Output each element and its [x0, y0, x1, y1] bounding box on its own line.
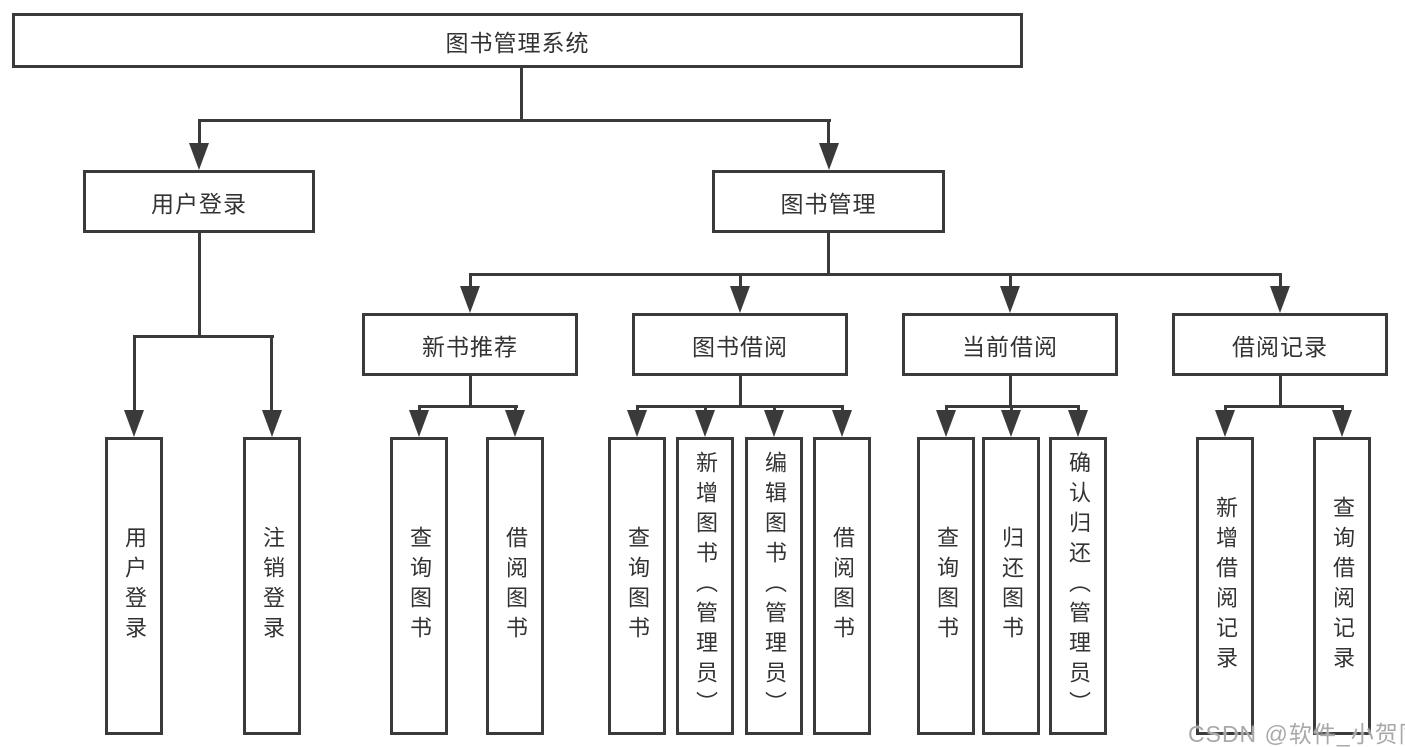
node-root-label: 图书管理系统	[445, 29, 590, 56]
connector-stem-leaf	[704, 405, 707, 413]
connector-bus-user-login-children	[133, 335, 274, 338]
connector-stem-leaf-user-login	[133, 335, 136, 413]
leaf-logout-label: 注销登录	[260, 526, 285, 646]
connector-stem-leaf	[841, 405, 844, 413]
leaf-borrow-books-recommend-label: 借阅图书	[503, 526, 528, 646]
node-new-book-recommend: 新书推荐	[362, 313, 578, 376]
leaf-query-books-current-label: 查询图书	[934, 526, 959, 646]
arrow-down-icon	[262, 410, 282, 437]
connector-stem-leaf	[1224, 405, 1227, 413]
csdn-watermark: CSDN @软件_小贺同学	[1188, 721, 1405, 747]
node-user-login-label: 用户登录	[151, 190, 247, 217]
leaf-borrow-books-label: 借阅图书	[830, 526, 855, 646]
arrow-down-icon	[936, 410, 956, 437]
leaf-user-login: 用户登录	[105, 437, 163, 735]
connector-stem-user-login	[198, 119, 201, 146]
connector-records-down	[1279, 374, 1282, 408]
leaf-query-borrow-record: 查询借阅记录	[1313, 437, 1371, 735]
node-new-book-recommend-label: 新书推荐	[422, 333, 518, 360]
node-borrow-records-label: 借阅记录	[1232, 333, 1328, 360]
leaf-return-books: 归还图书	[982, 437, 1040, 735]
connector-user-login-down	[198, 231, 201, 337]
node-book-management-label: 图书管理	[780, 190, 877, 217]
leaf-user-login-label: 用户登录	[122, 526, 147, 646]
node-current-borrow: 当前借阅	[902, 313, 1118, 376]
connector-bus-borrow-children	[636, 405, 844, 408]
arrow-down-icon	[764, 410, 784, 437]
leaf-add-borrow-record: 新增借阅记录	[1196, 437, 1254, 735]
leaf-edit-books-admin: 编辑图书（管理员）	[745, 437, 803, 735]
connector-book-mgmt-down	[827, 231, 830, 276]
leaf-add-books-admin: 新增图书（管理员）	[676, 437, 734, 735]
arrow-down-icon	[695, 410, 715, 437]
connector-stem-group-current	[1009, 273, 1012, 289]
node-root: 图书管理系统	[12, 13, 1023, 68]
leaf-borrow-books: 借阅图书	[813, 437, 871, 735]
connector-stem-leaf	[514, 405, 517, 413]
leaf-logout: 注销登录	[243, 437, 301, 735]
leaf-query-books-borrow-label: 查询图书	[625, 526, 650, 646]
arrow-down-icon	[627, 410, 647, 437]
leaf-borrow-books-recommend: 借阅图书	[486, 437, 544, 735]
arrow-down-icon	[124, 410, 144, 437]
arrow-down-icon	[1068, 410, 1088, 437]
arrow-down-icon	[1332, 410, 1352, 437]
node-borrow-records: 借阅记录	[1172, 313, 1388, 376]
connector-stem-leaf	[636, 405, 639, 413]
connector-stem-group-borrow	[739, 273, 742, 289]
connector-borrow-down	[739, 374, 742, 408]
connector-stem-leaf	[1077, 405, 1080, 413]
connector-stem-leaf-logout	[270, 335, 273, 413]
connector-bus-level2	[198, 119, 831, 122]
connector-bus-level3	[469, 273, 1282, 276]
leaf-confirm-return-admin-label: 确认归还（管理员）	[1066, 451, 1091, 721]
arrow-down-icon	[730, 286, 750, 313]
connector-stem-leaf	[773, 405, 776, 413]
connector-stem-leaf	[418, 405, 421, 413]
arrow-down-icon	[1215, 410, 1235, 437]
connector-stem-leaf	[1341, 405, 1344, 413]
node-book-management: 图书管理	[712, 170, 945, 233]
arrow-down-icon	[189, 143, 209, 170]
arrow-down-icon	[505, 410, 525, 437]
node-book-borrow-label: 图书借阅	[692, 333, 788, 360]
arrow-down-icon	[832, 410, 852, 437]
connector-bus-records-children	[1224, 405, 1344, 408]
connector-stem-group-records	[1279, 273, 1282, 289]
leaf-query-books-recommend-label: 查询图书	[407, 526, 432, 646]
node-current-borrow-label: 当前借阅	[962, 333, 1058, 360]
arrow-down-icon	[819, 143, 839, 170]
leaf-query-books-borrow: 查询图书	[608, 437, 666, 735]
leaf-edit-books-admin-label: 编辑图书（管理员）	[762, 451, 787, 721]
connector-bus-recommend-children	[418, 405, 518, 408]
arrow-down-icon	[1001, 410, 1021, 437]
leaf-confirm-return-admin: 确认归还（管理员）	[1049, 437, 1107, 735]
connector-stem-leaf	[1010, 405, 1013, 413]
connector-stem-leaf	[945, 405, 948, 413]
connector-recommend-down	[469, 374, 472, 408]
node-user-login: 用户登录	[83, 170, 315, 233]
leaf-query-books-recommend: 查询图书	[390, 437, 448, 735]
leaf-query-books-current: 查询图书	[917, 437, 975, 735]
arrow-down-icon	[460, 286, 480, 313]
connector-root-stem	[520, 66, 523, 122]
arrow-down-icon	[409, 410, 429, 437]
connector-stem-book-mgmt	[827, 119, 830, 146]
leaf-add-books-admin-label: 新增图书（管理员）	[693, 451, 718, 721]
leaf-return-books-label: 归还图书	[999, 526, 1024, 646]
leaf-query-borrow-record-label: 查询借阅记录	[1330, 496, 1355, 676]
arrow-down-icon	[1000, 286, 1020, 313]
node-book-borrow: 图书借阅	[632, 313, 848, 376]
arrow-down-icon	[1270, 286, 1290, 313]
leaf-add-borrow-record-label: 新增借阅记录	[1213, 496, 1238, 676]
connector-stem-group-recommend	[469, 273, 472, 289]
connector-current-down	[1009, 374, 1012, 408]
